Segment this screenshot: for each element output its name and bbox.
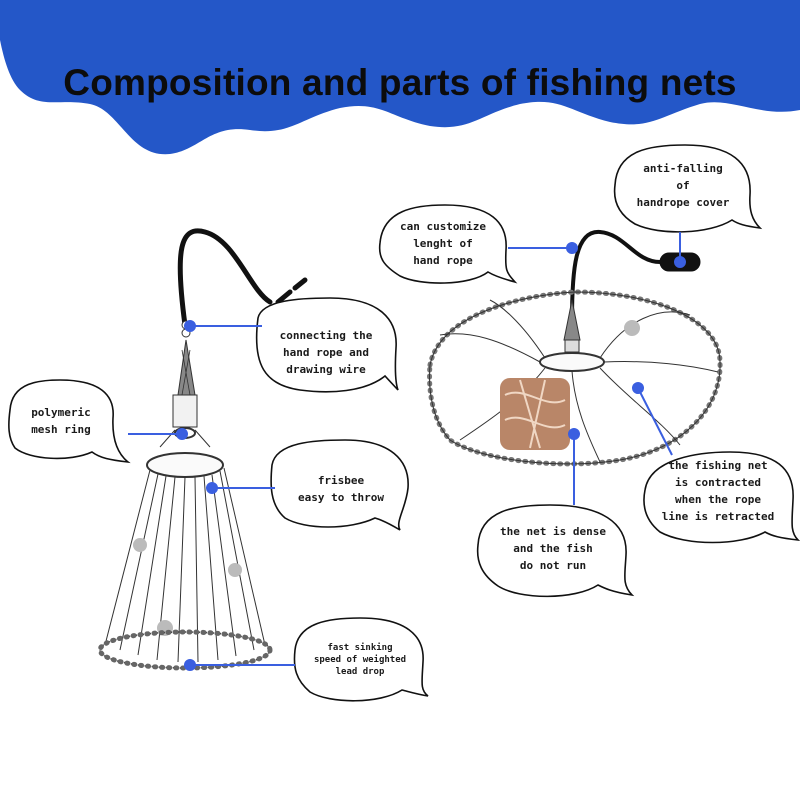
bubble-polymeric-ring xyxy=(8,379,131,464)
bubble-net-dense xyxy=(476,504,635,598)
bubble-lead-drop xyxy=(293,617,429,702)
callout-bubbles xyxy=(8,144,800,702)
bubble-customize-rope xyxy=(378,204,518,284)
pointer-lines xyxy=(128,232,686,671)
bubble-connecting-rope xyxy=(255,297,399,393)
wave-header xyxy=(0,0,800,155)
left-net xyxy=(97,228,308,671)
bubble-anti-falling xyxy=(613,144,763,233)
page-title: Composition and parts of fishing nets xyxy=(63,62,737,103)
bubble-net-contracted xyxy=(643,451,800,544)
bubble-frisbee xyxy=(270,439,409,531)
